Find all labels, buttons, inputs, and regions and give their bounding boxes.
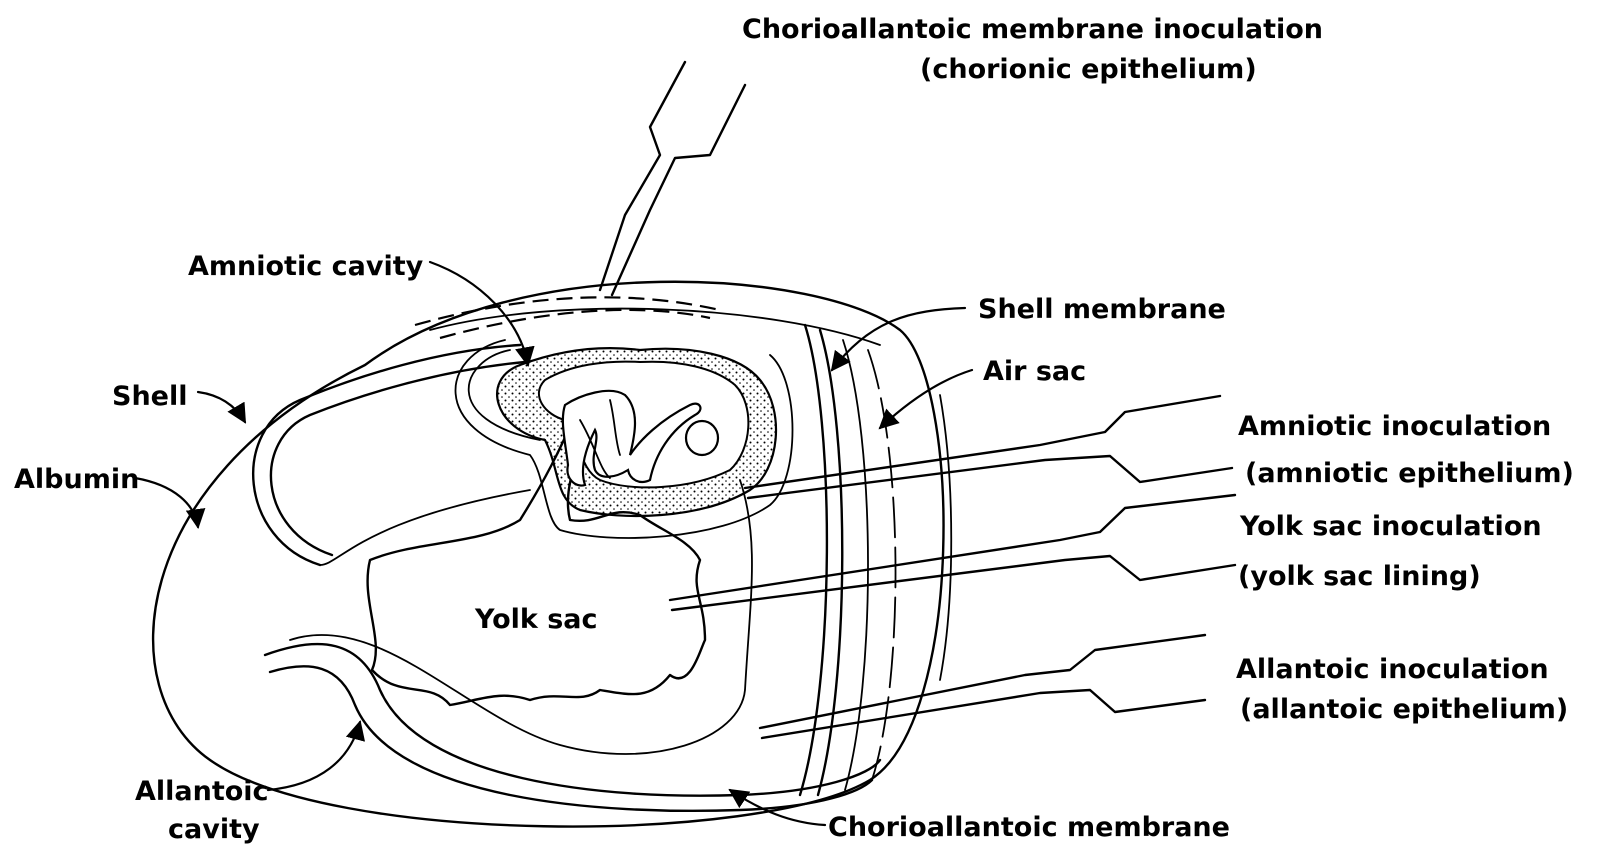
label-shell-membrane: Shell membrane (978, 294, 1226, 325)
label-cam-inoculation-sub: (chorionic epithelium) (920, 54, 1257, 85)
label-allantoic-inoculation: Allantoic inoculation (1236, 654, 1549, 685)
arrow-allantoic-cavity (268, 722, 360, 790)
shell-dashed-top-2 (440, 310, 710, 338)
allantoic-inoculation-needle (760, 635, 1205, 738)
shell-dashed-top (415, 297, 720, 325)
label-air-sac: Air sac (983, 356, 1086, 387)
embryo-eye (686, 421, 718, 455)
air-sac-boundary-1 (800, 325, 827, 795)
label-amniotic-inoculation: Amniotic inoculation (1238, 411, 1551, 442)
cam-band-lower (265, 644, 880, 796)
arrow-shell (198, 392, 245, 422)
label-yolk-sac-inoculation: Yolk sac inoculation (1239, 511, 1542, 542)
label-albumin: Albumin (14, 464, 139, 495)
label-cam-inoculation: Chorioallantoic membrane inoculation (742, 14, 1323, 45)
cam-band-upper-connect (320, 490, 530, 565)
label-shell: Shell (112, 381, 188, 412)
label-chorioallantoic-membrane: Chorioallantoic membrane (828, 812, 1230, 843)
cam-band-lower-inner (270, 666, 872, 811)
arrow-shell-membrane (832, 308, 965, 370)
label-allantoic-cavity-line2: cavity (168, 814, 260, 844)
cam-inoculation-needle (600, 62, 745, 295)
label-amniotic-inoculation-sub: (amniotic epithelium) (1245, 458, 1574, 489)
air-sac-inner (940, 395, 951, 680)
label-allantoic-inoculation-sub: (allantoic epithelium) (1240, 694, 1568, 725)
label-yolk-sac: Yolk sac (474, 604, 598, 635)
label-allantoic-cavity-line1: Allantoic (135, 776, 269, 807)
amniotic-inoculation-needle (745, 396, 1232, 498)
yolk-sac-inoculation-needle (670, 495, 1235, 610)
label-amniotic-cavity: Amniotic cavity (188, 251, 424, 282)
label-yolk-sac-inoculation-sub: (yolk sac lining) (1238, 561, 1481, 592)
shell-membrane-line (430, 309, 880, 345)
